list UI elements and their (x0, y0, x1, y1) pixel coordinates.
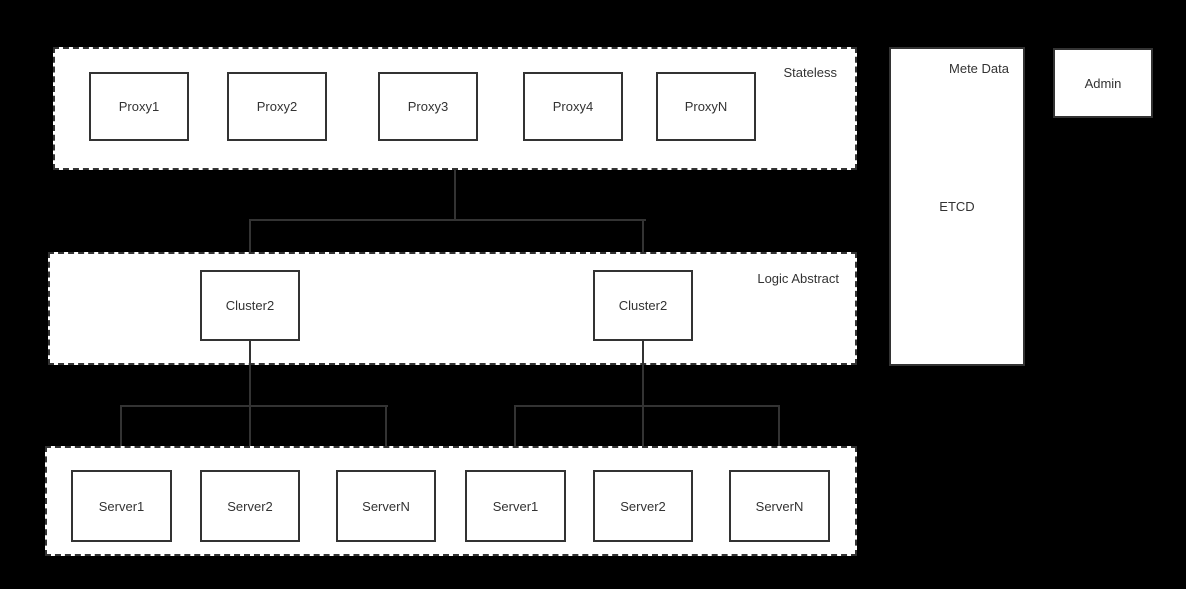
logic-abstract-label: Logic Abstract (757, 271, 839, 286)
node-proxyn-label: ProxyN (684, 99, 728, 114)
connector-stateless-to-clusters-stem[interactable] (454, 170, 456, 220)
connector-to-servern-left-line[interactable] (385, 405, 387, 460)
node-servern-left[interactable]: ServerN (336, 470, 436, 542)
node-server1-left-label: Server1 (98, 498, 145, 514)
stateless-label: Stateless (783, 65, 837, 80)
connector-to-server1-left-line[interactable] (120, 405, 122, 460)
node-server2-left-label: Server2 (227, 498, 273, 514)
node-proxy2-label: Proxy2 (256, 99, 298, 114)
servers-container[interactable] (45, 446, 857, 556)
node-mete-data[interactable]: Mete Data ETCD (889, 47, 1025, 366)
connector-to-servern-right-line[interactable] (778, 405, 780, 460)
node-servern-right[interactable]: ServerN (729, 470, 830, 542)
etcd-label: ETCD (939, 199, 975, 214)
node-server1-right-label: Server1 (492, 498, 539, 514)
node-proxy2[interactable]: Proxy2 (227, 72, 327, 141)
connector-to-cluster-right-line[interactable] (642, 219, 644, 260)
node-cluster-right[interactable]: Cluster2 (593, 270, 693, 341)
connector-cluster-left-stem[interactable] (249, 341, 251, 406)
node-server2-right-label: Server2 (620, 498, 666, 514)
logic-abstract-container[interactable]: Logic Abstract (48, 252, 857, 365)
connector-to-server2-right-line[interactable] (642, 405, 644, 460)
connector-to-server2-left-line[interactable] (249, 405, 251, 460)
node-proxy3-label: Proxy3 (407, 99, 449, 114)
node-server2-left[interactable]: Server2 (200, 470, 300, 542)
node-cluster-right-label: Cluster2 (618, 298, 668, 313)
node-server1-right[interactable]: Server1 (465, 470, 566, 542)
node-cluster-left-label: Cluster2 (225, 298, 275, 313)
mete-data-label: Mete Data (949, 61, 1009, 76)
node-admin-label: Admin (1084, 75, 1122, 91)
node-servern-left-label: ServerN (362, 498, 410, 514)
node-server1-left[interactable]: Server1 (71, 470, 172, 542)
connector-to-cluster-left-line[interactable] (249, 219, 251, 260)
node-proxy1-label: Proxy1 (118, 99, 160, 114)
node-proxyn[interactable]: ProxyN (656, 72, 756, 141)
node-proxy4[interactable]: Proxy4 (523, 72, 623, 141)
node-proxy3[interactable]: Proxy3 (378, 72, 478, 141)
connector-cluster-right-stem[interactable] (642, 341, 644, 406)
node-proxy1[interactable]: Proxy1 (89, 72, 189, 141)
node-servern-right-label: ServerN (755, 498, 804, 514)
connector-cluster-right-branch[interactable] (514, 405, 780, 407)
node-server2-right[interactable]: Server2 (593, 470, 693, 542)
connector-cluster-left-branch[interactable] (120, 405, 388, 407)
connector-stateless-to-clusters-branch[interactable] (249, 219, 646, 221)
node-proxy4-label: Proxy4 (552, 99, 594, 114)
node-admin[interactable]: Admin (1053, 48, 1153, 118)
connector-to-server1-right-line[interactable] (514, 405, 516, 460)
node-cluster-left[interactable]: Cluster2 (200, 270, 300, 341)
